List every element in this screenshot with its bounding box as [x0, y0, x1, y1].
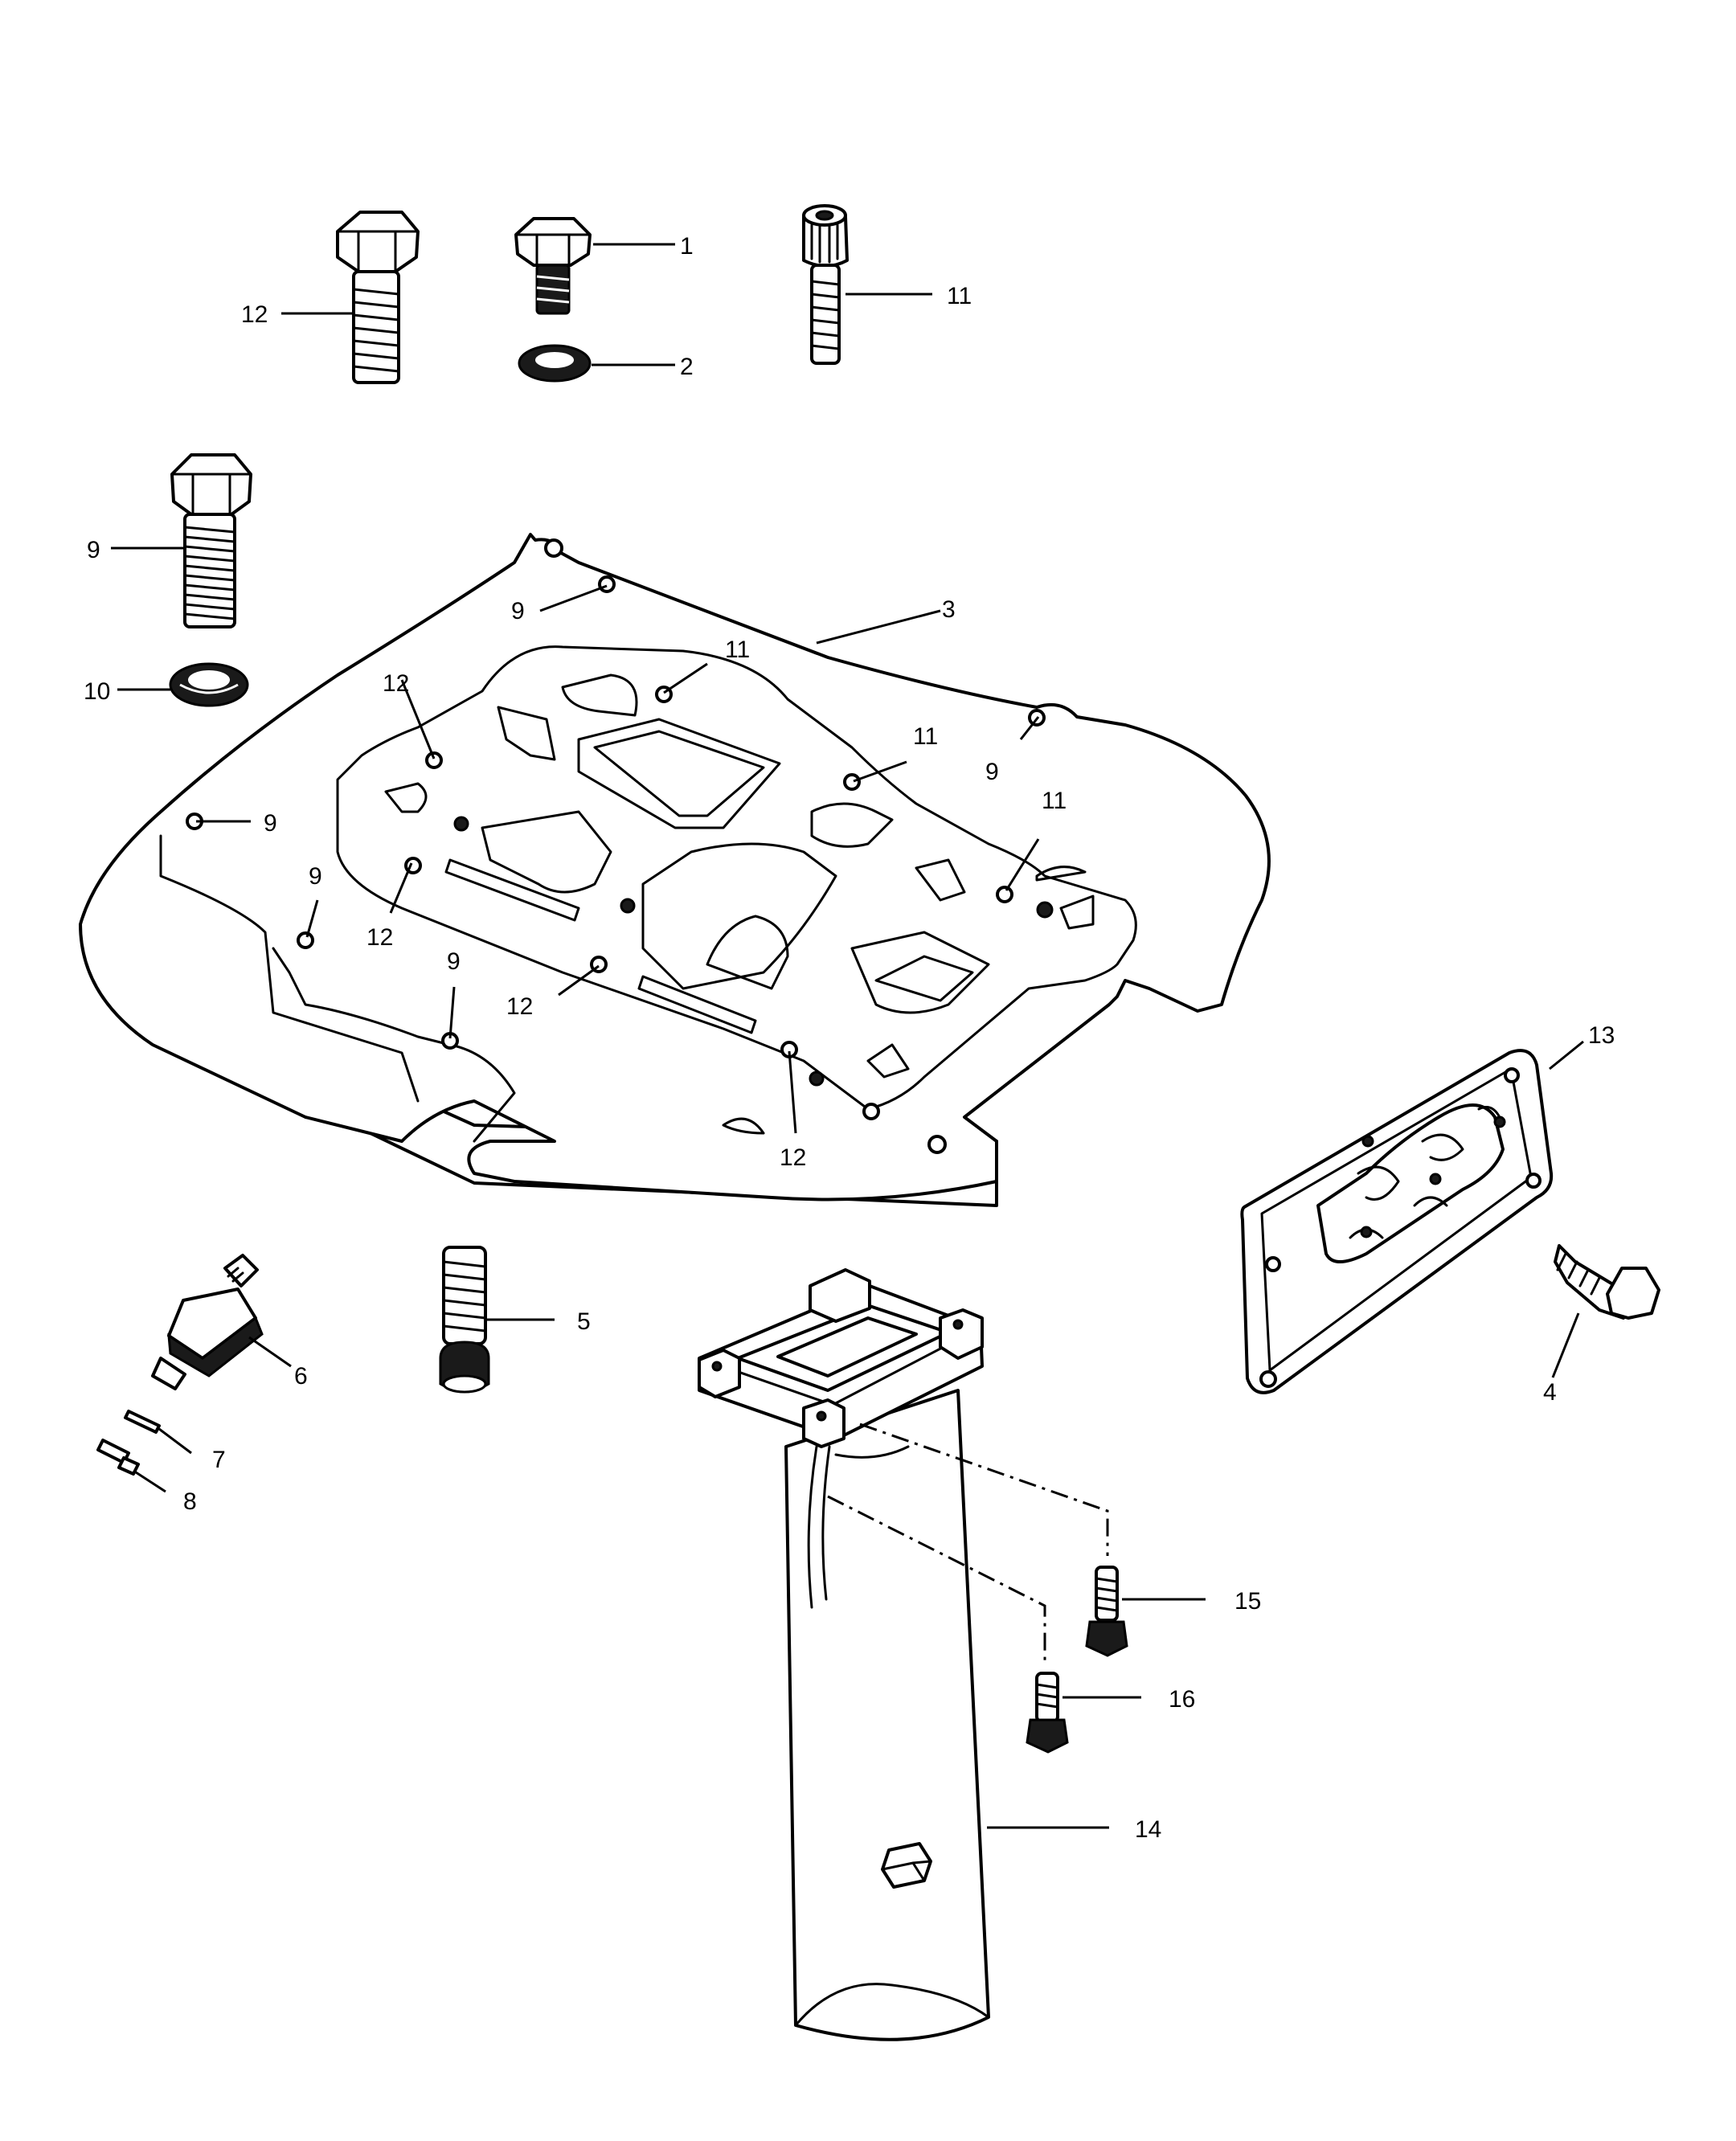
callout-12: 12 [780, 1144, 806, 1171]
callout-8: 8 [183, 1488, 197, 1515]
callout-15: 15 [1234, 1588, 1261, 1615]
callout-4: 4 [1543, 1379, 1557, 1406]
adapter-plate-icon [79, 533, 1271, 1207]
callout-6: 6 [294, 1363, 308, 1390]
callout-14: 14 [1135, 1816, 1161, 1843]
callout-2: 2 [680, 354, 694, 380]
stud-bolt-icon [439, 1246, 490, 1394]
callout-11: 11 [913, 723, 938, 750]
callout-9: 9 [511, 598, 525, 624]
callout-12: 12 [383, 670, 409, 697]
leader-lines [111, 243, 1584, 1829]
lock-washer-icon [518, 344, 592, 383]
hex-bolt-icon [336, 211, 420, 384]
screw-icon [1026, 1672, 1069, 1754]
pin-icon [124, 1410, 161, 1434]
callout-5: 5 [577, 1308, 591, 1335]
callout-12: 12 [241, 301, 268, 328]
callout-12: 12 [506, 993, 533, 1020]
callout-9: 9 [87, 537, 100, 563]
callout-7: 7 [212, 1447, 226, 1473]
callout-9: 9 [447, 948, 461, 975]
callout-11: 11 [725, 637, 750, 663]
washer-icon [169, 662, 249, 707]
callout-10: 10 [84, 678, 110, 705]
callout-13: 13 [1588, 1022, 1615, 1049]
exhaust-tube-icon [698, 1268, 990, 2041]
mount-grommet-icon [151, 1254, 264, 1390]
callout-9: 9 [985, 759, 999, 785]
cover-plate-icon [1240, 1049, 1554, 1394]
socket-head-screw-icon [802, 204, 849, 365]
callout-16: 16 [1169, 1686, 1195, 1713]
callout-12: 12 [366, 924, 393, 951]
callout-3: 3 [942, 596, 956, 623]
screw-icon [1085, 1566, 1128, 1657]
hex-bolt-icon [1554, 1244, 1660, 1320]
fitting-icon [96, 1439, 140, 1476]
callout-9: 9 [264, 810, 277, 837]
callout-1: 1 [680, 233, 694, 260]
callout-labels: 12 1 2 11 9 10 9 3 11 12 11 9 11 9 9 12 … [84, 233, 1615, 1843]
callout-9: 9 [309, 863, 322, 890]
hex-bolt-short-icon [514, 217, 592, 315]
callout-11: 11 [1042, 788, 1067, 814]
hex-bolt-long-icon [170, 453, 252, 628]
callout-11: 11 [947, 283, 972, 309]
alignment-lines [827, 1423, 1109, 1664]
